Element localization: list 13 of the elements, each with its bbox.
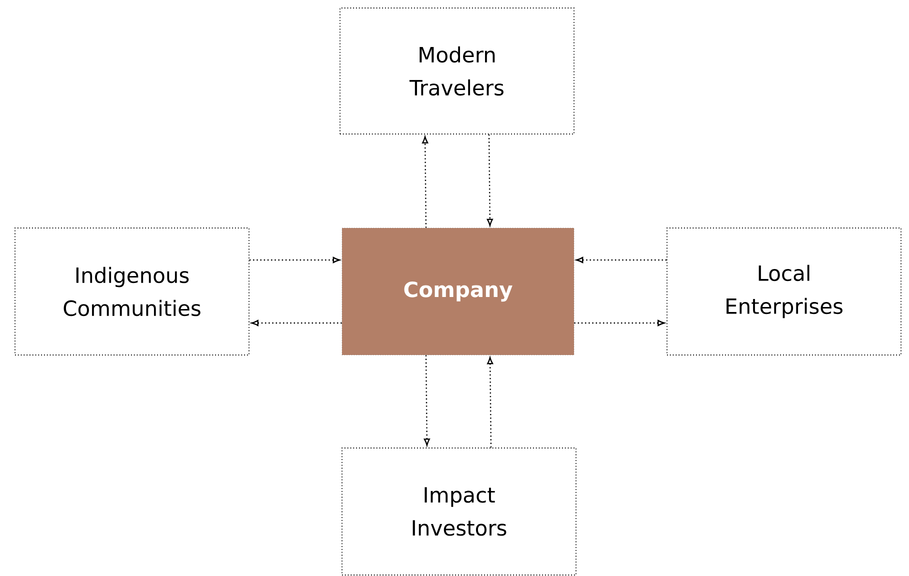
arrow — [422, 136, 428, 228]
stakeholder-box: Modern Travelers — [340, 8, 574, 134]
arrow — [486, 134, 493, 226]
stakeholder-box: Indigenous Communities — [14, 228, 250, 356]
arrow — [251, 320, 342, 326]
arrow — [576, 256, 667, 264]
arrow — [249, 256, 340, 264]
stakeholder-box: Impact Investors — [342, 448, 576, 576]
central-box: Company — [342, 228, 574, 356]
arrow — [487, 357, 494, 448]
arrow — [424, 355, 430, 446]
stakeholder-box: Local Enterprises — [666, 228, 902, 356]
arrow — [574, 320, 665, 326]
